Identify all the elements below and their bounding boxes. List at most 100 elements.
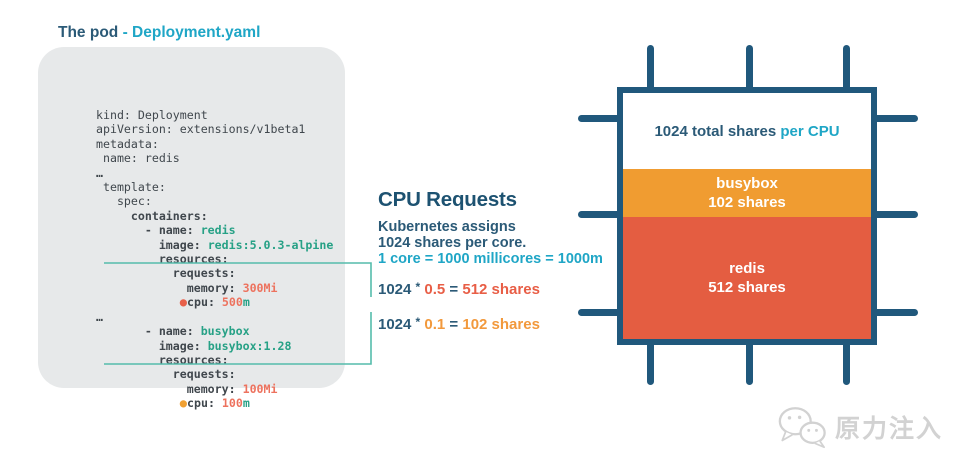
cpu-requests-heading: CPU Requests: [378, 188, 517, 211]
chip-pin: [871, 115, 918, 122]
code-line: resources:: [96, 252, 333, 266]
code-line: kind: Deployment: [96, 108, 333, 122]
text-segment: The pod: [58, 24, 123, 41]
text-segment: redis: [200, 223, 236, 238]
text-segment: memory:: [96, 381, 243, 396]
text-segment: 100Mi: [242, 381, 278, 396]
code-line: - name: redis: [96, 223, 333, 237]
chip-pin: [843, 336, 850, 385]
text-segment: =: [445, 316, 463, 333]
chip-pin: [578, 309, 625, 316]
text-segment: kind: Deployment: [96, 108, 208, 122]
text-segment: metadata:: [96, 136, 159, 151]
text-segment: spec:: [96, 194, 152, 209]
code-line: requests:: [96, 367, 333, 381]
text-segment: apiVersion: extensions/v1beta1: [96, 122, 306, 137]
code-block-title: The pod - Deployment.yaml: [58, 24, 260, 42]
description-line-2: 1024 shares per core.: [378, 234, 527, 251]
text-segment: memory:: [96, 280, 243, 295]
code-line: containers:: [96, 209, 333, 223]
text-segment: [96, 295, 180, 309]
text-segment: 512 shares: [462, 281, 540, 298]
code-line: metadata:: [96, 137, 333, 151]
watermark: 原力注入: [776, 404, 943, 450]
text-segment: 102 shares: [462, 316, 540, 333]
code-line: ●cpu: 500m: [96, 295, 333, 309]
code-line: apiVersion: extensions/v1beta1: [96, 122, 333, 136]
code-line: ●cpu: 100m: [96, 396, 333, 410]
busybox-name-label: busybox: [716, 175, 778, 192]
code-line: name: redis: [96, 151, 333, 165]
code-line: memory: 100Mi: [96, 382, 333, 396]
chip-pin: [578, 211, 625, 218]
chip-pin: [871, 211, 918, 218]
text-segment: resources:: [96, 352, 229, 367]
text-segment: 0.5: [424, 281, 446, 298]
text-segment: 100: [221, 396, 243, 411]
code-line: requests:: [96, 266, 333, 280]
text-segment: - name:: [96, 324, 201, 339]
text-segment: image:: [96, 338, 208, 353]
millicores-equation: 1 core = 1000 millicores = 1000m: [378, 250, 603, 267]
text-segment: ●: [179, 295, 187, 310]
text-segment: 1024: [378, 316, 416, 333]
chip-redis-section: redis 512 shares: [623, 217, 871, 339]
code-line: spec:: [96, 194, 333, 208]
redis-shares-label: 512 shares: [708, 279, 786, 296]
code-line: memory: 300Mi: [96, 281, 333, 295]
chip-total-shares-section: 1024 total shares per CPU: [623, 93, 871, 169]
text-segment: 1024 total shares: [654, 122, 781, 140]
text-segment: name: redis: [96, 151, 180, 166]
redis-shares-formula: 1024 * 0.5 = 512 shares: [378, 280, 540, 298]
text-segment: - Deployment.yaml: [122, 24, 261, 41]
text-segment: cpu:: [187, 295, 222, 310]
busybox-shares-label: 102 shares: [708, 194, 786, 211]
chip-pin: [578, 115, 625, 122]
text-segment: containers:: [96, 208, 208, 223]
text-segment: 300Mi: [242, 280, 278, 295]
watermark-text: 原力注入: [835, 415, 944, 443]
text-segment: 1024: [378, 281, 416, 298]
code-line: image: busybox:1.28: [96, 339, 333, 353]
text-segment: …: [96, 165, 103, 180]
text-segment: - name:: [96, 223, 201, 238]
text-segment: busybox:1.28: [207, 338, 292, 353]
chip-pin: [647, 336, 654, 385]
chip-pin: [746, 45, 753, 94]
code-line: …: [96, 166, 333, 180]
text-segment: image:: [96, 237, 208, 252]
chip-pin: [843, 45, 850, 94]
chip-busybox-section: busybox 102 shares: [623, 169, 871, 217]
text-segment: *: [415, 315, 421, 329]
text-segment: [96, 396, 180, 410]
text-segment: busybox: [200, 324, 250, 339]
chip-pin: [647, 45, 654, 94]
code-line: image: redis:5.0.3-alpine: [96, 237, 334, 252]
text-segment: …: [96, 309, 103, 324]
description-line-1: Kubernetes assigns: [378, 219, 516, 235]
chip-total-shares-label: 1024 total shares per CPU: [654, 122, 839, 141]
text-segment: *: [415, 280, 421, 294]
text-segment: template:: [96, 180, 166, 195]
wechat-logo-icon: [778, 407, 826, 449]
text-segment: per CPU: [780, 122, 840, 140]
code-line: …: [96, 310, 333, 324]
text-segment: requests:: [96, 266, 236, 281]
redis-name-label: redis: [729, 260, 765, 277]
busybox-shares-formula: 1024 * 0.1 = 102 shares: [378, 315, 540, 333]
text-segment: ●: [179, 396, 187, 411]
text-segment: requests:: [96, 367, 236, 382]
code-line: resources:: [96, 353, 333, 367]
text-segment: =: [445, 281, 463, 298]
text-segment: m: [242, 295, 250, 310]
code-line: template:: [96, 180, 333, 194]
chip-pin: [871, 309, 918, 316]
text-segment: redis:5.0.3-alpine: [207, 237, 334, 252]
chip-pin: [746, 336, 753, 385]
cpu-requests-description: Kubernetes assigns 1024 shares per core.…: [378, 219, 603, 267]
text-segment: cpu:: [187, 396, 222, 411]
text-segment: m: [242, 396, 250, 411]
code-line: - name: busybox: [96, 324, 333, 338]
